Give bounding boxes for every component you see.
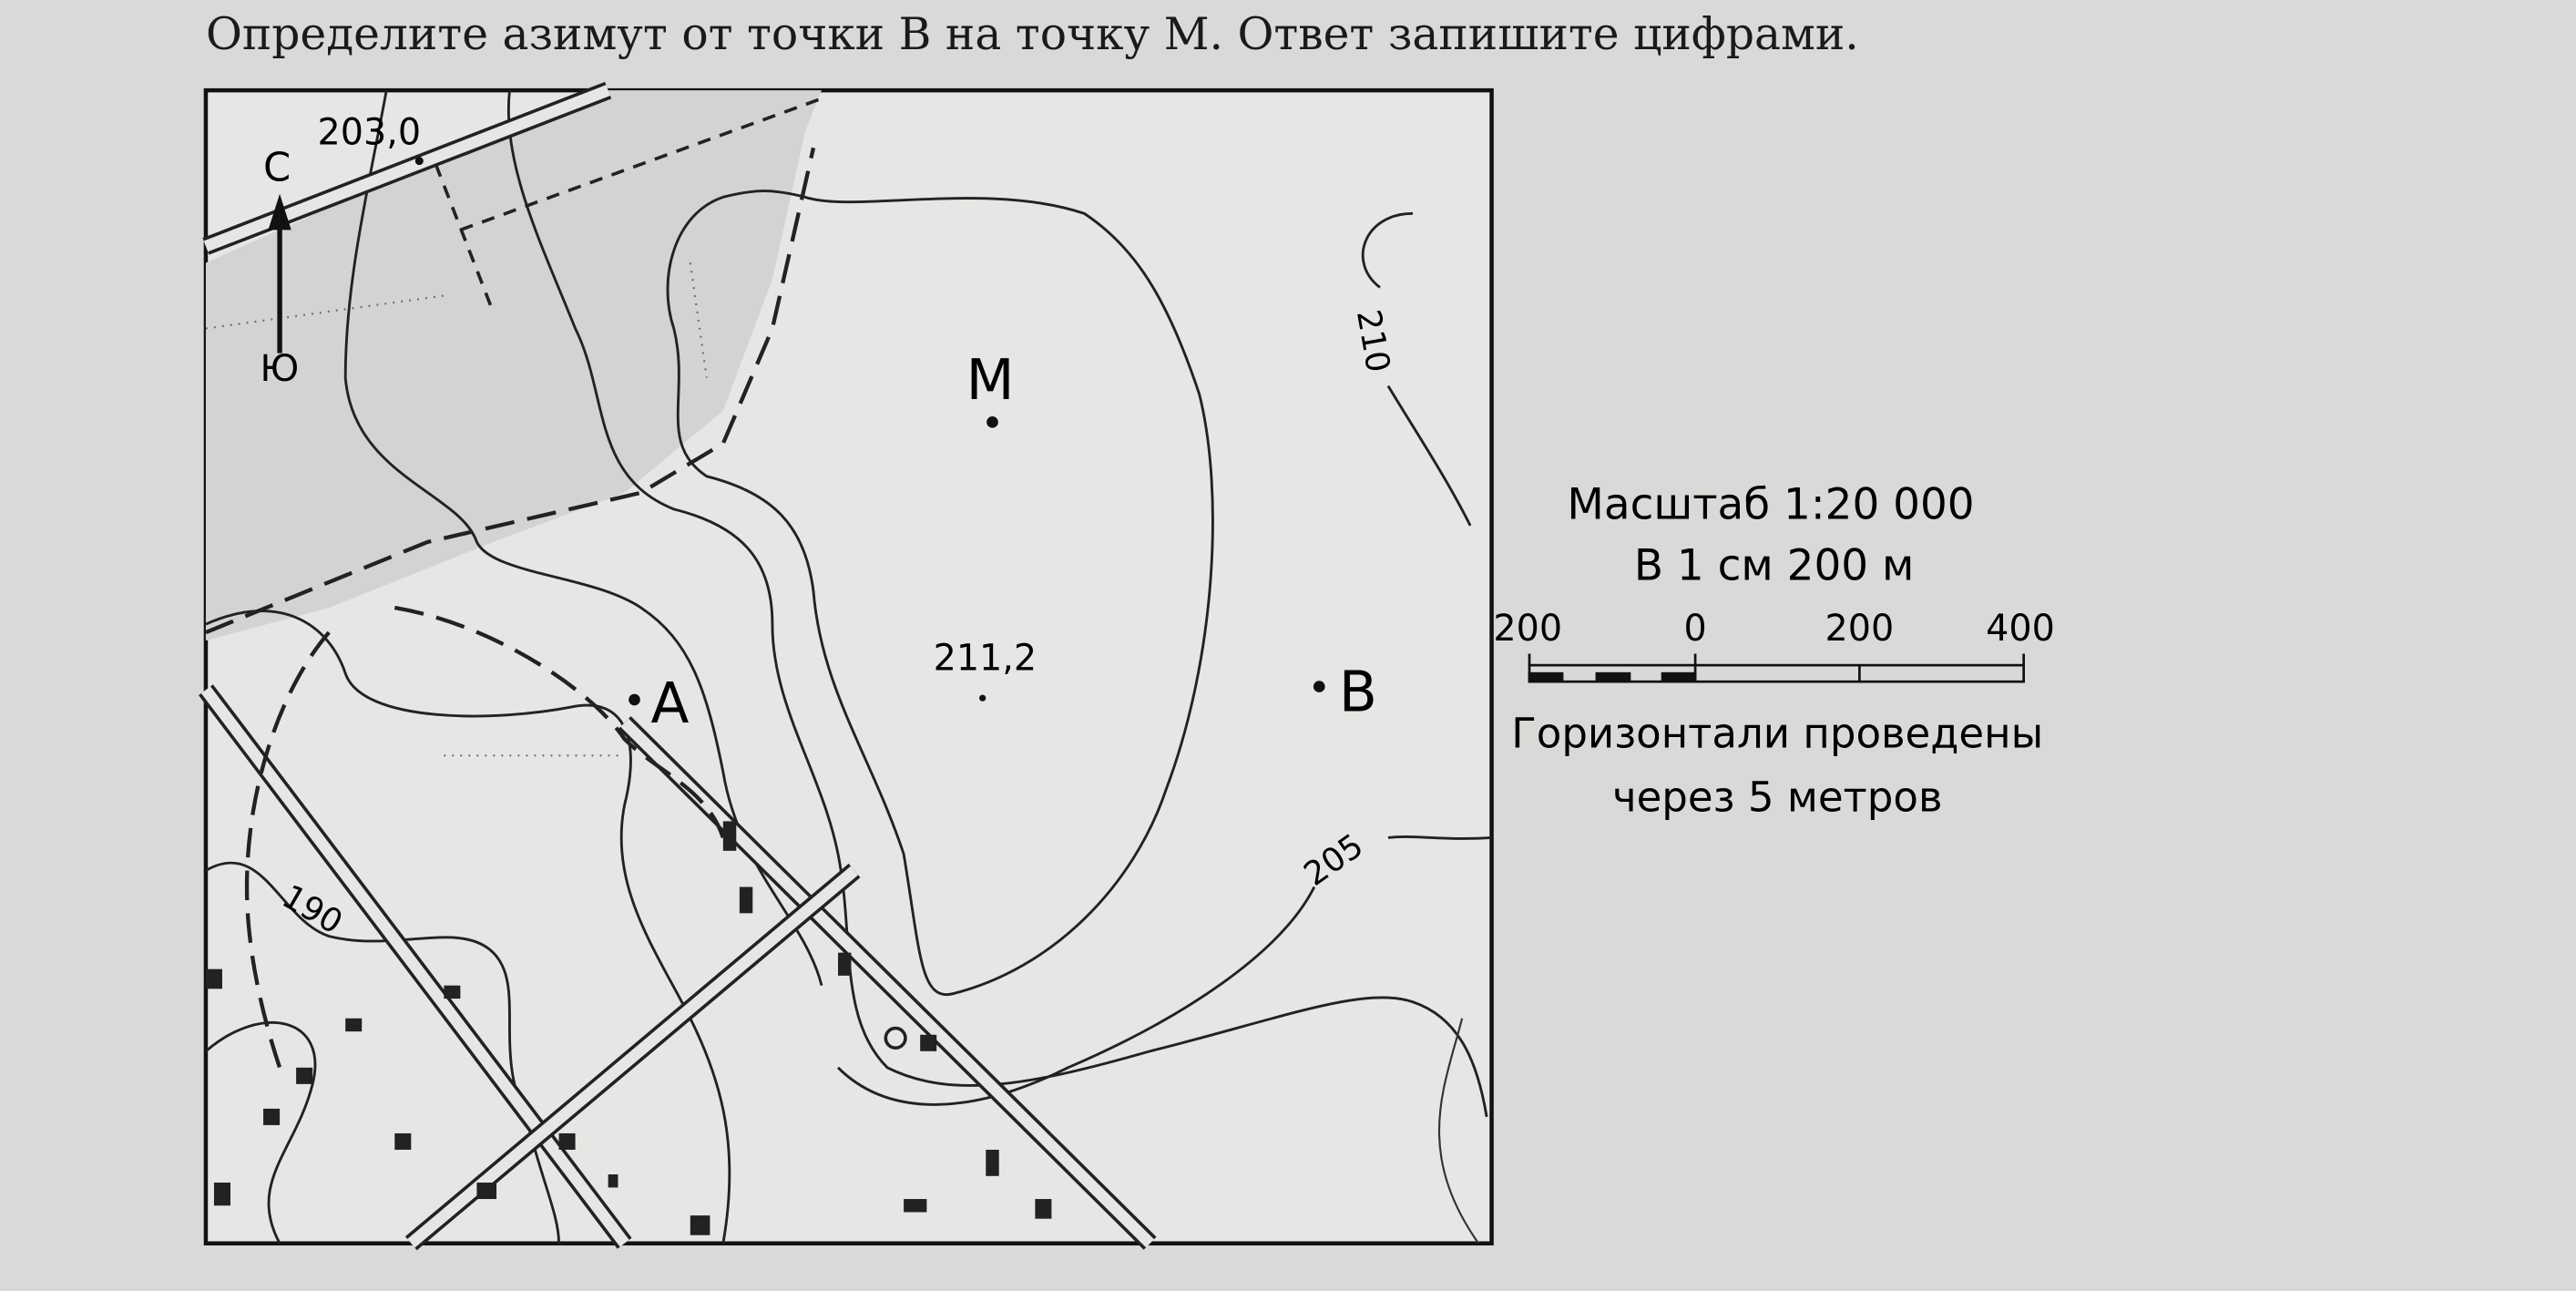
contour-line-205 [837,835,1492,1106]
scale-tick-label: 0 [1683,608,1706,650]
scale-tick-label: 400 [1986,608,2055,650]
path [434,97,823,313]
scale-tick-label: 200 [1493,608,1562,650]
scale-tick-label: 200 [1825,608,1895,650]
contour-line [506,89,1488,1118]
scale-bar [1528,653,2026,683]
legend: Масштаб 1:20 000 В 1 см 200 м 200 0 200 … [1493,480,2055,822]
track [205,147,816,635]
contour-line [1437,1018,1480,1245]
contour-line [205,1020,317,1245]
point-b-marker [1313,681,1325,692]
point-a-marker [629,693,640,706]
path [244,605,725,1069]
scale-title: Масштаб 1:20 000 [1567,480,1974,530]
point-m-marker [986,416,998,428]
topographic-map: С Ю 203,0 М 211,2 А В 210 205 190 [199,81,1494,1251]
forest-boundary [205,262,708,757]
contour-note-line2: через 5 метров [1612,774,1943,822]
church-icon [884,1026,907,1050]
spot-height-203: 203,0 [318,112,422,154]
point-b-label: В [1339,661,1377,725]
contour-line [666,190,1214,997]
scale-text: В 1 см 200 м [1634,540,1914,590]
spot-height-211: 211,2 [934,638,1038,680]
spot-height-marker [414,157,424,166]
buildings [205,821,1052,1235]
contour-note-line1: Горизонтали проведены [1511,709,2043,757]
north-label: С [263,145,291,190]
point-m-label: М [966,348,1015,413]
question-text: Определите азимут от точки В на точку М.… [206,9,1859,60]
point-a-label: А [651,671,690,736]
contour-line-210 [1361,211,1472,527]
north-arrow-icon [268,193,291,353]
spot-height-marker [979,694,986,702]
south-label: Ю [260,348,299,390]
contour-line-190 [205,861,560,1244]
contour-line [343,89,823,987]
